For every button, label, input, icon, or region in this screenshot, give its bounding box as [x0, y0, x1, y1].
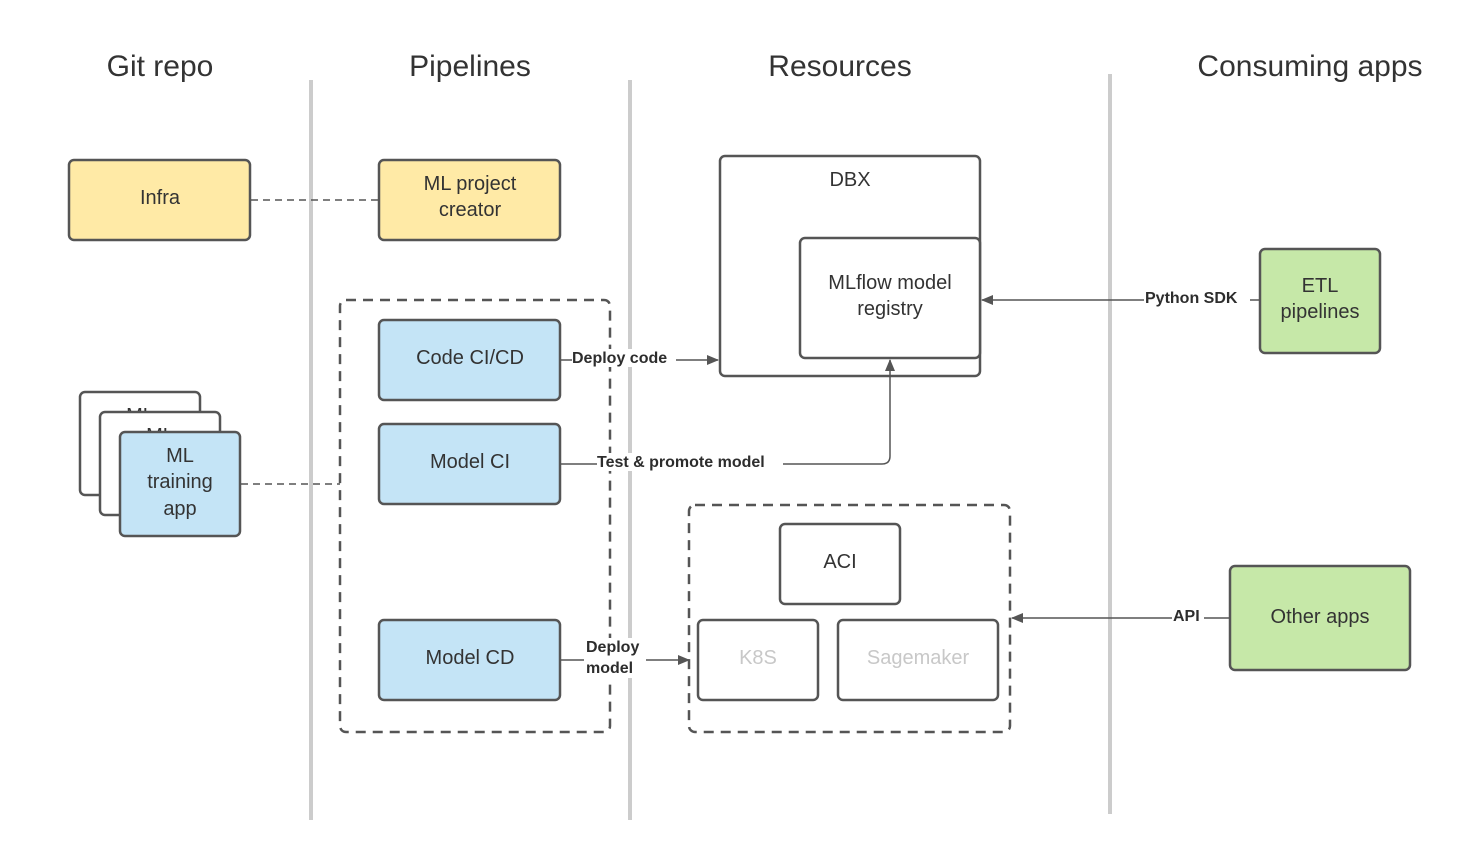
python-sdk-label: Python SDK — [1145, 290, 1238, 307]
deploy-code-connector: Deploy code — [560, 349, 719, 367]
aci-box[interactable]: ACI — [778, 522, 902, 606]
lane-title-resources: Resources — [768, 50, 911, 83]
model-cd-box[interactable]: Model CD — [377, 618, 562, 702]
test-promote-connector: Test & promote model — [560, 359, 895, 471]
pipelines-group — [338, 298, 612, 734]
ml-project-creator-box[interactable]: ML project creator — [377, 158, 562, 242]
infra-box[interactable]: Infra — [67, 158, 252, 242]
etl-pipelines-line-2: pipelines — [1281, 301, 1360, 323]
lane-title-pipelines: Pipelines — [409, 50, 531, 83]
ml-training-app-stack[interactable]: ML ML ML training app — [78, 390, 242, 538]
mlflow-registry-line-2: registry — [857, 298, 923, 320]
test-promote-label: Test & promote model — [597, 454, 765, 471]
aci-label: ACI — [823, 551, 856, 573]
mlflow-registry-box[interactable]: MLflow model registry — [798, 236, 982, 360]
deploy-code-label: Deploy code — [572, 350, 667, 367]
model-ci-box[interactable]: Model CI — [377, 422, 562, 506]
code-cicd-box[interactable]: Code CI/CD — [377, 318, 562, 402]
k8s-box[interactable]: K8S — [696, 618, 820, 702]
dbx-label: DBX — [829, 169, 870, 191]
api-label: API — [1173, 608, 1200, 625]
lane-title-git-repo: Git repo — [107, 50, 214, 83]
serving-group — [687, 503, 1012, 734]
ml-project-creator-line-2: creator — [439, 199, 502, 221]
deploy-model-connector: Deploy model — [560, 638, 690, 678]
ml-training-app-line-3: app — [163, 498, 196, 520]
deploy-model-line-2: model — [586, 660, 633, 677]
mlflow-registry-line-1: MLflow model — [828, 272, 951, 294]
infra-label: Infra — [140, 187, 181, 209]
stack-card-front — [118, 430, 242, 538]
etl-pipelines-box[interactable]: ETL pipelines — [1258, 247, 1382, 355]
python-sdk-connector: Python SDK — [981, 289, 1260, 307]
code-cicd-label: Code CI/CD — [416, 347, 524, 369]
other-apps-box[interactable]: Other apps — [1228, 564, 1412, 672]
model-ci-label: Model CI — [430, 451, 510, 473]
ml-project-creator-line-1: ML project — [424, 173, 517, 195]
ml-training-app-line-2: training — [147, 471, 213, 493]
deploy-model-line-1: Deploy — [586, 639, 639, 656]
other-apps-label: Other apps — [1271, 606, 1370, 628]
api-connector: API — [1011, 607, 1230, 625]
model-cd-label: Model CD — [426, 647, 515, 669]
etl-pipelines-line-1: ETL — [1302, 275, 1339, 297]
lane-title-consuming-apps: Consuming apps — [1197, 50, 1422, 83]
sagemaker-box[interactable]: Sagemaker — [836, 618, 1000, 702]
ml-training-app-line-1: ML — [166, 445, 194, 467]
k8s-label: K8S — [739, 647, 777, 669]
sagemaker-label: Sagemaker — [867, 647, 970, 669]
